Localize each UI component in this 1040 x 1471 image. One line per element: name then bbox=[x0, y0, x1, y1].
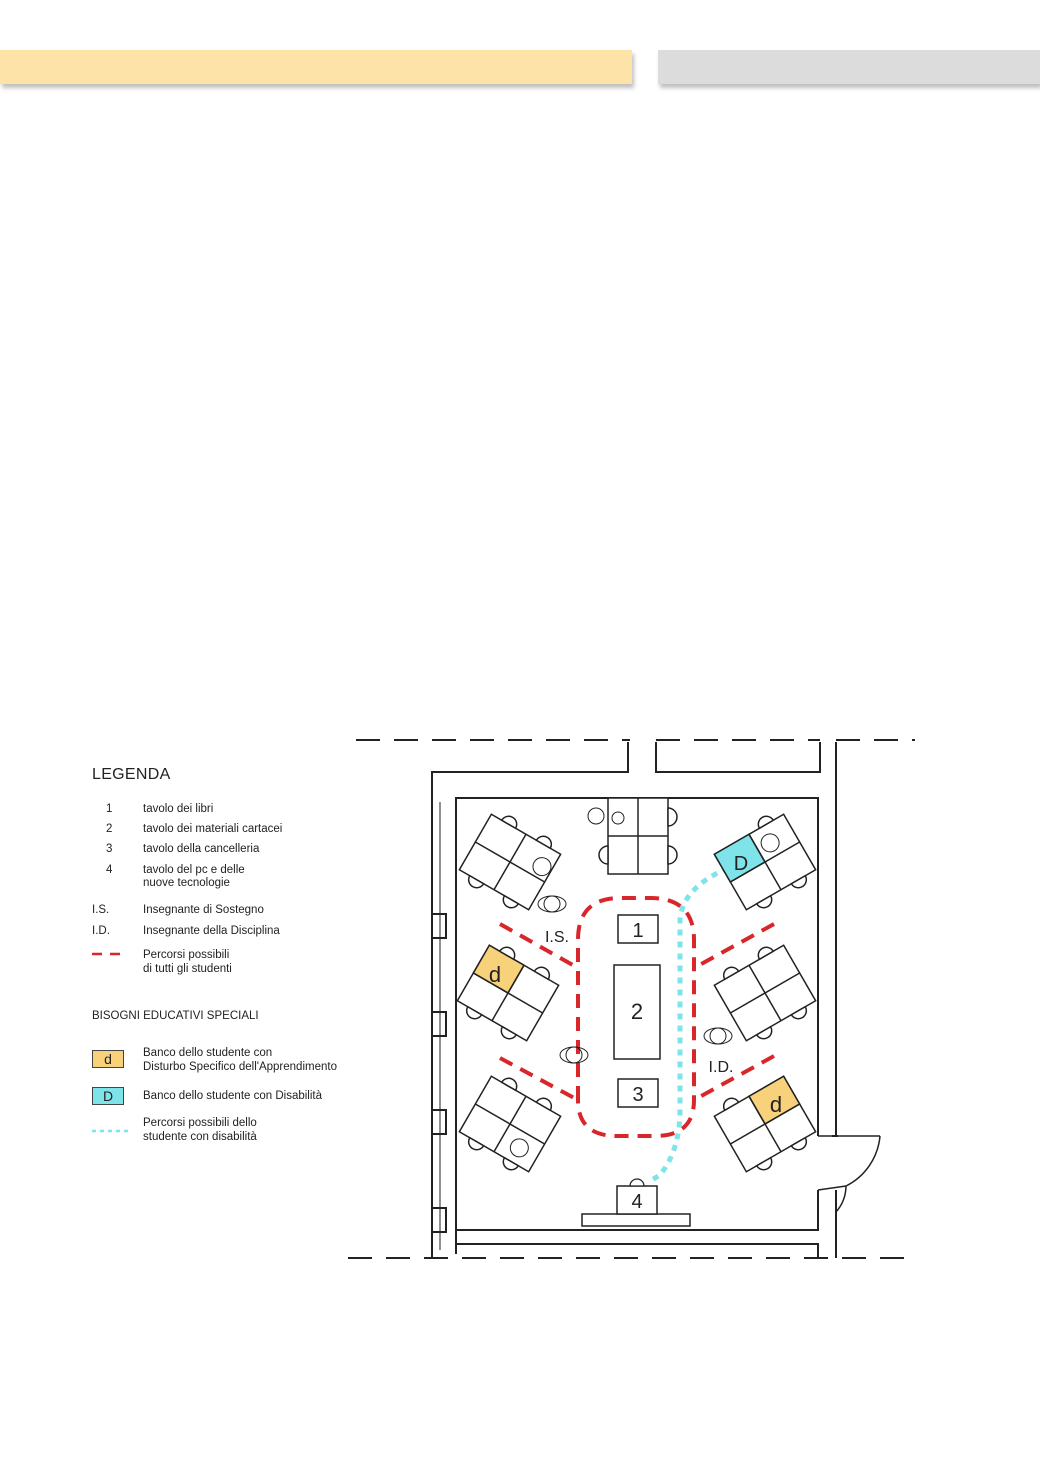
dsa-desk-label-left: d bbox=[489, 962, 501, 987]
disability-path bbox=[650, 865, 729, 1183]
cyan-dash-legend-icon bbox=[92, 1129, 128, 1133]
disability-text: Banco dello studente con Disabilità bbox=[143, 1090, 323, 1102]
legend-key-id: I.D. bbox=[92, 925, 110, 937]
disability-desk-label: D bbox=[734, 853, 748, 875]
cyan-text-line1: Percorsi possibili dello bbox=[143, 1117, 257, 1129]
label-id: I.D. bbox=[709, 1059, 734, 1076]
discipline-teacher-figure-icon bbox=[703, 1027, 733, 1045]
legend-key-3: 3 bbox=[106, 843, 113, 855]
student-paths bbox=[499, 896, 775, 1138]
table-3: 3 bbox=[617, 1078, 659, 1108]
svg-text:4: 4 bbox=[631, 1191, 642, 1213]
disability-swatch: D bbox=[92, 1087, 124, 1105]
svg-text:3: 3 bbox=[632, 1084, 643, 1106]
desk-group-top-left bbox=[458, 813, 562, 911]
legend-text-paths-line1: Percorsi possibili bbox=[143, 949, 230, 961]
header-bar-left bbox=[0, 50, 632, 84]
dsa-text-line1: Banco dello studente con bbox=[143, 1047, 273, 1059]
legend-text-id: Insegnante della Disciplina bbox=[143, 925, 280, 937]
legend-text-paths-line2: di tutti gli studenti bbox=[143, 963, 232, 975]
walls bbox=[431, 742, 838, 1258]
support-teacher-figure-icon bbox=[537, 895, 567, 913]
table-2: 2 bbox=[613, 964, 661, 1060]
dsa-desk-label-right: d bbox=[770, 1092, 782, 1117]
legend-title: LEGENDA bbox=[92, 766, 171, 783]
desk-group-bottom-left bbox=[458, 1075, 562, 1173]
svg-text:1: 1 bbox=[632, 920, 643, 942]
desk-group-mid-left bbox=[456, 944, 560, 1042]
legend-text-4-line2: nuove tecnologie bbox=[143, 877, 230, 889]
table-1: 1 bbox=[617, 914, 659, 944]
desk-group-bottom-right bbox=[713, 1075, 817, 1173]
label-is: I.S. bbox=[545, 929, 569, 946]
header-bar-right bbox=[658, 50, 1040, 84]
desk-group-top-right bbox=[713, 813, 817, 911]
red-dash-legend-icon bbox=[92, 952, 128, 956]
bes-section-title: BISOGNI EDUCATIVI SPECIALI bbox=[92, 1010, 259, 1022]
legend: LEGENDA 1 tavolo dei libri 2 tavolo dei … bbox=[0, 0, 360, 1471]
dsa-text-line2: Disturbo Specifico dell'Apprendimento bbox=[143, 1061, 337, 1073]
legend-text-3: tavolo della cancelleria bbox=[143, 843, 260, 855]
site-boundary-lines bbox=[348, 739, 915, 1259]
cyan-text-line2: studente con disabilità bbox=[143, 1131, 257, 1143]
legend-text-is: Insegnante di Sostegno bbox=[143, 904, 264, 916]
desk-group-top bbox=[587, 797, 678, 875]
door bbox=[817, 1135, 881, 1213]
legend-text-1: tavolo dei libri bbox=[143, 803, 214, 815]
legend-key-1: 1 bbox=[106, 803, 113, 815]
legend-text-4-line1: tavolo del pc e delle bbox=[143, 864, 245, 876]
legend-key-is: I.S. bbox=[92, 904, 110, 916]
svg-text:2: 2 bbox=[631, 999, 643, 1024]
legend-text-2: tavolo dei materiali cartacei bbox=[143, 823, 283, 835]
legend-key-4: 4 bbox=[106, 864, 113, 876]
teacher-figure-center-icon bbox=[559, 1046, 589, 1064]
legend-key-2: 2 bbox=[106, 823, 113, 835]
table-4: 4 bbox=[581, 1178, 691, 1227]
dsa-swatch: d bbox=[92, 1050, 124, 1068]
desk-group-mid-right bbox=[713, 944, 817, 1042]
